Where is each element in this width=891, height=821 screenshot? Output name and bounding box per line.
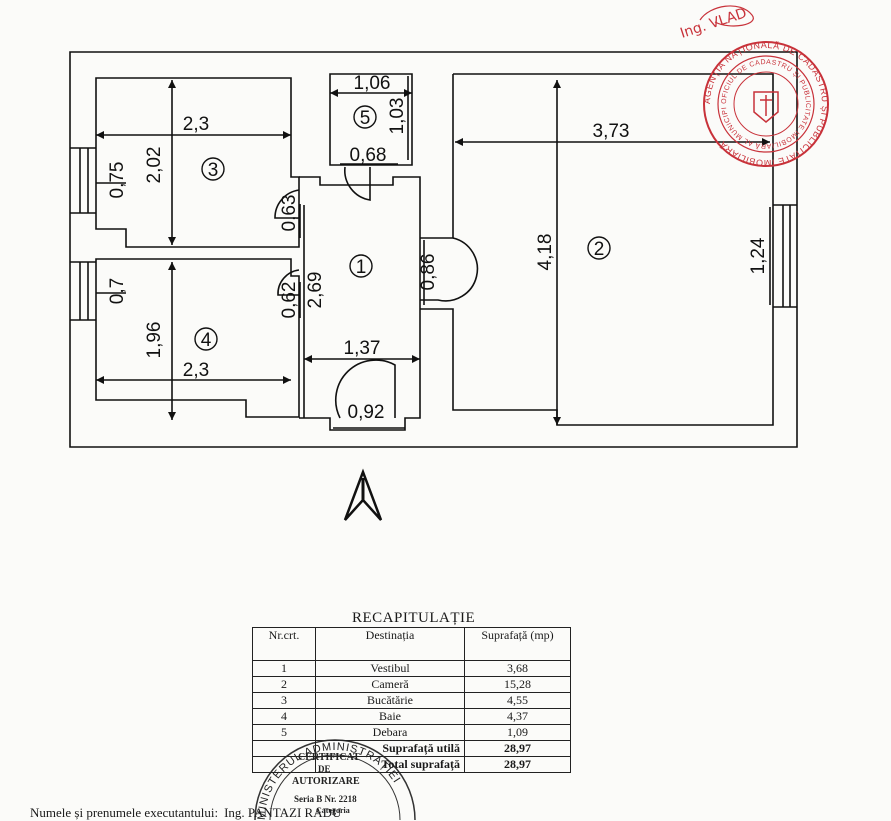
row-destination: Cameră bbox=[315, 676, 465, 693]
row-destination: Vestibul bbox=[315, 660, 465, 677]
table-row: 4 Baie 4,37 bbox=[252, 708, 571, 725]
dim-room2-height: 4,18 bbox=[535, 234, 556, 271]
dim-entry-door: 0,92 bbox=[348, 402, 385, 423]
dim-hall-length: 2,69 bbox=[305, 272, 326, 309]
dim-room2-window: 1,24 bbox=[748, 237, 769, 274]
table-row: 1 Vestibul 3,68 bbox=[252, 660, 571, 677]
signature: Ing. VLAD bbox=[678, 5, 748, 41]
useful-area-row: Suprafață utilă 28,97 bbox=[252, 740, 571, 757]
room-number-3: 3 bbox=[208, 160, 219, 181]
recap-header-row: Nr.crt. Destinația Suprafață (mp) bbox=[252, 627, 571, 661]
row-nr: 5 bbox=[252, 724, 316, 741]
header-nr: Nr.crt. bbox=[252, 627, 316, 661]
useful-area-value: 28,97 bbox=[464, 740, 571, 757]
dim-room3-height: 2,02 bbox=[144, 147, 165, 184]
dim-room5-width: 1,06 bbox=[354, 73, 391, 94]
table-row: 2 Cameră 15,28 bbox=[252, 676, 571, 693]
dim-room4-height: 1,96 bbox=[144, 322, 165, 359]
dim-room3-width: 2,3 bbox=[183, 114, 209, 135]
room-number-2: 2 bbox=[594, 239, 605, 260]
room-number-5: 5 bbox=[360, 108, 371, 129]
table-row: 3 Bucătărie 4,55 bbox=[252, 692, 571, 709]
dim-room5-height: 1,03 bbox=[387, 98, 408, 135]
row-nr: 3 bbox=[252, 692, 316, 709]
row-area: 1,09 bbox=[464, 724, 571, 741]
dim-room3-window: 0,75 bbox=[107, 162, 128, 199]
executant-label: Numele și prenumele executantului: bbox=[30, 805, 219, 820]
total-area-label: Total suprafață bbox=[315, 756, 465, 773]
row-destination: Bucătărie bbox=[315, 692, 465, 709]
executant-line: Numele și prenumele executantului: Ing. P… bbox=[30, 805, 341, 821]
table-row: 5 Debara 1,09 bbox=[252, 724, 571, 741]
row-area: 3,68 bbox=[464, 660, 571, 677]
row-area: 4,55 bbox=[464, 692, 571, 709]
header-area: Suprafață (mp) bbox=[464, 627, 571, 661]
recap-table: Nr.crt. Destinația Suprafață (mp) 1 Vest… bbox=[252, 627, 571, 773]
dim-room4-door: 0,62 bbox=[279, 282, 300, 319]
dim-room2-width: 3,73 bbox=[593, 121, 630, 142]
dim-room4-width: 2,3 bbox=[183, 360, 209, 381]
row-nr: 1 bbox=[252, 660, 316, 677]
executant-name: Ing. PANTAZI RADU bbox=[224, 805, 342, 820]
row-destination: Debara bbox=[315, 724, 465, 741]
room-number-1: 1 bbox=[356, 257, 367, 278]
certificate-series: Seria B Nr. 2218 bbox=[294, 794, 357, 804]
recap-title: RECAPITULAȚIE bbox=[352, 610, 476, 626]
dim-hall-width: 1,37 bbox=[344, 338, 381, 359]
row-area: 15,28 bbox=[464, 676, 571, 693]
row-destination: Baie bbox=[315, 708, 465, 725]
row-nr: 4 bbox=[252, 708, 316, 725]
certificate-line1: CERTIFICAT bbox=[298, 752, 360, 763]
certificate-category: Categoria bbox=[316, 806, 350, 815]
dim-room4-window: 0,7 bbox=[107, 278, 128, 304]
room-number-4: 4 bbox=[201, 330, 212, 351]
row-nr: 2 bbox=[252, 676, 316, 693]
header-destination: Destinația bbox=[315, 627, 465, 661]
row-area: 4,37 bbox=[464, 708, 571, 725]
dim-room2-door: 0,86 bbox=[418, 254, 439, 291]
total-area-value: 28,97 bbox=[464, 756, 571, 773]
certificate-line2: DE bbox=[318, 764, 331, 774]
dim-room5-door: 0,68 bbox=[350, 145, 387, 166]
dim-room3-door: 0,63 bbox=[279, 195, 300, 232]
certificate-line3: AUTORIZARE bbox=[292, 776, 360, 787]
total-area-row: Total suprafață 28,97 bbox=[252, 756, 571, 773]
